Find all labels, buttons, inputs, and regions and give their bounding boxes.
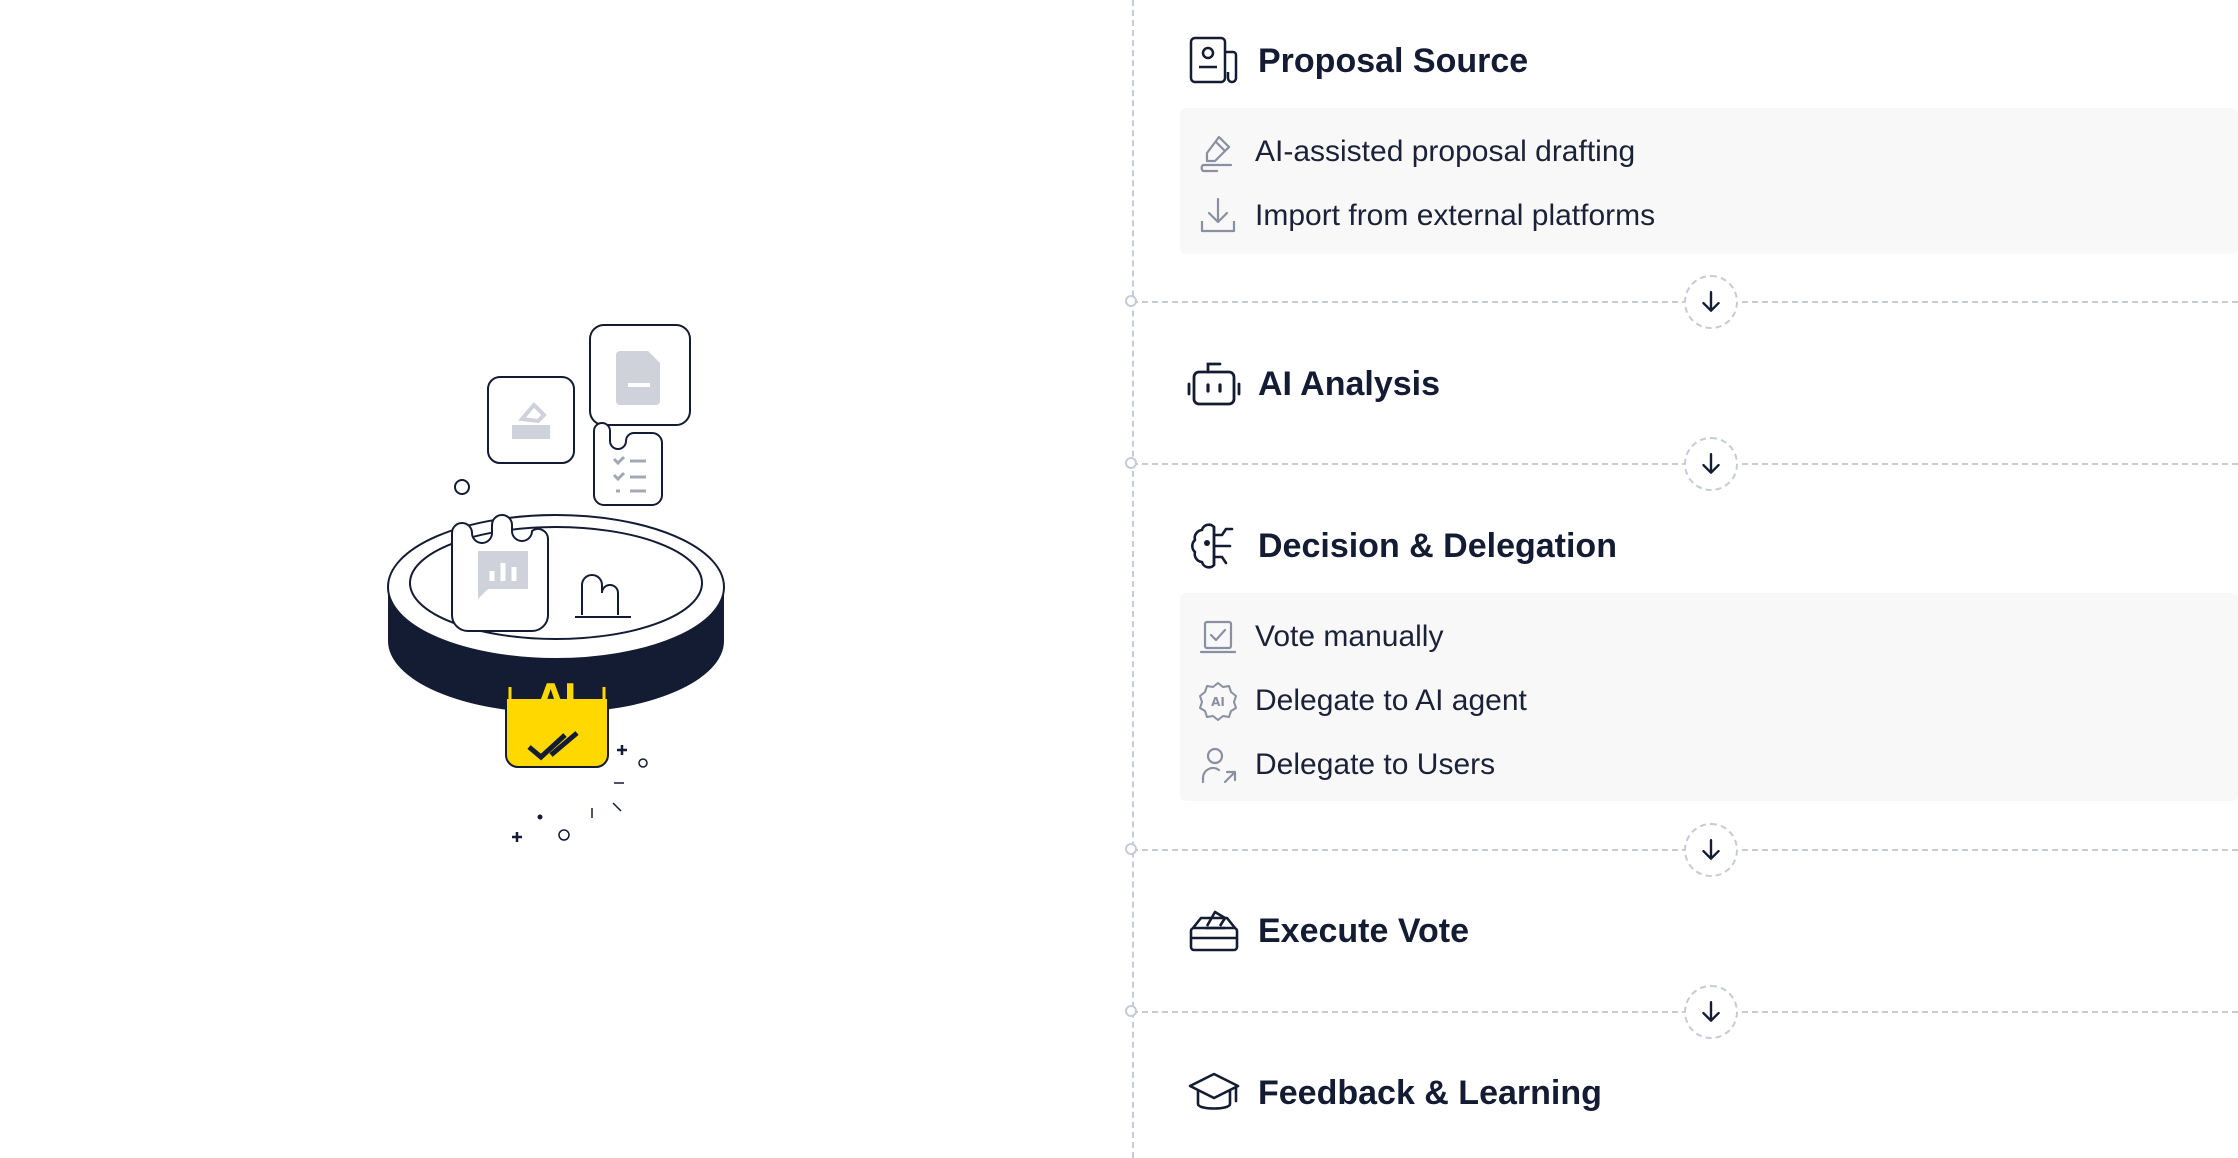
list-item: Import from external platforms xyxy=(1180,184,2238,248)
item-label: AI-assisted proposal drafting xyxy=(1255,135,1636,168)
checklist-card-icon xyxy=(593,422,663,506)
connector-node-4 xyxy=(1125,1005,1137,1017)
ai-badge-text: AI xyxy=(538,677,577,717)
step-ai-analysis: AI Analysis xyxy=(1185,354,1440,414)
graduation-cap-icon xyxy=(1185,1064,1243,1122)
item-label: Delegate to Users xyxy=(1255,748,1496,781)
user-forward-icon xyxy=(1195,742,1241,788)
ballot-box-icon xyxy=(1185,902,1243,960)
svg-text:AI: AI xyxy=(1211,695,1225,709)
ballot-card-icon xyxy=(487,376,575,464)
checkbox-ballot-icon xyxy=(1195,614,1241,660)
document-card-icon xyxy=(589,324,691,426)
step-title: Feedback & Learning xyxy=(1258,1073,1602,1112)
list-item: AI-assisted proposal drafting xyxy=(1180,120,2238,184)
download-icon xyxy=(1195,193,1241,239)
arrow-down-icon xyxy=(1684,275,1738,329)
step-feedback-learning: Feedback & Learning xyxy=(1185,1063,1602,1123)
step-title: AI Analysis xyxy=(1258,364,1441,403)
ai-badge-icon: AI xyxy=(1195,678,1241,724)
step-title: Execute Vote xyxy=(1258,911,1470,950)
arrow-down-icon xyxy=(1684,985,1738,1039)
item-label: Delegate to AI agent xyxy=(1255,684,1527,717)
connector-node-1 xyxy=(1125,295,1137,307)
step-title: Decision & Delegation xyxy=(1258,526,1617,565)
step-execute-vote: Execute Vote xyxy=(1185,901,1469,961)
connector-node-2 xyxy=(1125,457,1137,469)
decision-delegation-options: Vote manually AI Delegate to AI agent De… xyxy=(1180,593,2238,801)
list-item: AI Delegate to AI agent xyxy=(1180,669,2238,733)
step-title: Proposal Source xyxy=(1258,41,1529,80)
step-proposal-source: Proposal Source xyxy=(1185,31,1528,91)
item-label: Import from external platforms xyxy=(1255,199,1656,232)
proposal-source-options: AI-assisted proposal drafting Import fro… xyxy=(1180,108,2238,254)
brain-circuit-icon xyxy=(1185,517,1243,575)
list-item: Vote manually xyxy=(1180,605,2238,669)
connector-node-3 xyxy=(1125,843,1137,855)
check-chip-icon xyxy=(505,699,609,768)
document-user-icon xyxy=(1185,32,1243,90)
robot-icon xyxy=(1185,355,1243,413)
ai-funnel-illustration: AI xyxy=(370,315,760,855)
arrow-down-icon xyxy=(1684,823,1738,877)
chart-card-icon xyxy=(451,514,549,632)
step-decision-delegation: Decision & Delegation xyxy=(1185,516,1617,576)
pen-signature-icon xyxy=(1195,129,1241,175)
timeline-vertical-line xyxy=(1132,0,1134,1158)
arrow-down-icon xyxy=(1684,437,1738,491)
list-item: Delegate to Users xyxy=(1180,733,2238,797)
item-label: Vote manually xyxy=(1255,620,1444,653)
